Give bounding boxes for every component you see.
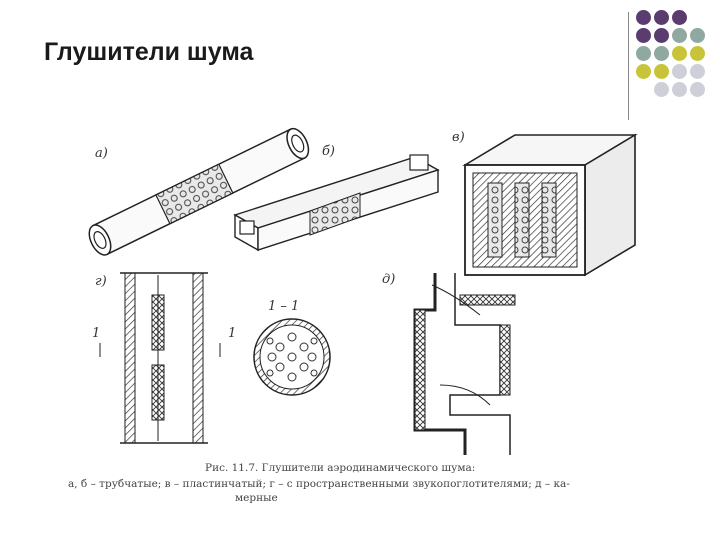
diagram-v-plate: в) [452, 130, 638, 277]
diagram-g-spatial-absorbers: г) 1 1 [92, 272, 236, 444]
section-1-1: 1 – 1 [253, 299, 331, 396]
diagram-a-tubular: а) [88, 127, 310, 256]
decor-dot [636, 10, 651, 25]
label-a: а) [95, 146, 108, 161]
diagram-d-chamber: д) [382, 272, 520, 455]
decor-dot [690, 64, 705, 79]
decor-dot [636, 64, 651, 79]
section-mark-left: 1 [92, 326, 100, 341]
decor-dot [654, 82, 669, 97]
decor-dot [654, 28, 669, 43]
decor-dot [654, 10, 669, 25]
section-mark-right: 1 [228, 326, 236, 341]
divider-line [628, 12, 629, 120]
label-g: г) [95, 274, 107, 289]
label-d: д) [382, 272, 395, 287]
slide-title: Глушители шума [44, 38, 254, 66]
decor-dot [672, 46, 687, 61]
decor-dot [672, 28, 687, 43]
caption-line-3: мерные [235, 492, 278, 504]
decor-dot [654, 46, 669, 61]
decor-dot [690, 28, 705, 43]
decorative-dot-grid [636, 10, 720, 120]
decor-dot [690, 82, 705, 97]
decor-dot [654, 64, 669, 79]
label-v: в) [452, 130, 465, 145]
decor-dot [636, 28, 651, 43]
decor-dot [690, 46, 705, 61]
label-b: б) [322, 144, 335, 159]
decor-dot [672, 10, 687, 25]
decor-dot [672, 64, 687, 79]
decor-dot [636, 46, 651, 61]
muffler-figure: а) б) в) г) [68, 127, 638, 504]
caption-line-2: а, б – трубчатые; в – пластинчатый; г – … [68, 478, 570, 490]
caption-line-1: Рис. 11.7. Глушители аэродинамического ш… [205, 462, 475, 474]
section-label: 1 – 1 [268, 299, 299, 314]
decor-dot [672, 82, 687, 97]
diagram-b-square-tube: б) [233, 144, 440, 252]
